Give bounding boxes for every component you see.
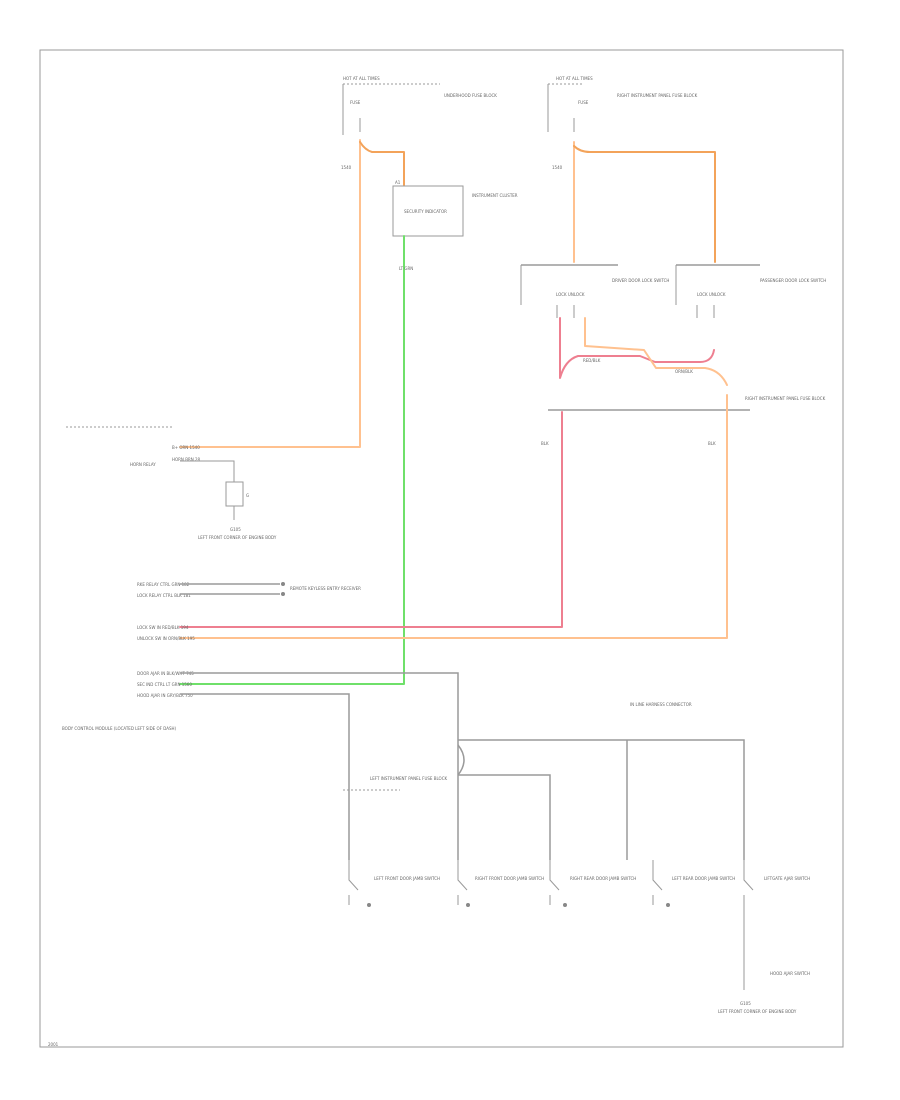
security-indicator-box [392, 185, 464, 237]
fuse-left-label: FUSE [350, 100, 361, 105]
security-indicator-label: SECURITY INDICATOR [404, 209, 447, 214]
row-alarm2: SEC IND CTRL LT GRN 1560 [137, 682, 192, 687]
fuse-right-label: FUSE [578, 100, 589, 105]
right-fuse-block-label: RIGHT INSTRUMENT PANEL FUSE BLOCK [617, 93, 698, 98]
circuit-right-top-label: 1540 [552, 165, 563, 170]
red-circuit-label: RED/BLK [583, 358, 601, 363]
green-circuit-label: LT GRN [399, 266, 413, 271]
horn-relay-g: G [246, 493, 249, 498]
switch-right-rear-label: RIGHT REAR DOOR JAMB SWITCH [570, 876, 636, 881]
circuit-bl1-label: BLK [541, 441, 549, 446]
remote-keyless-label: REMOTE KEYLESS ENTRY RECEIVER [290, 586, 361, 591]
instrument-cluster-label: INSTRUMENT CLUSTER [472, 193, 518, 198]
row-alarm3: HOOD AJAR IN GRY/BLK 750 [137, 693, 193, 698]
wire-red-down [179, 411, 563, 628]
row-rke2: LOCK RELAY CTRL BLK 181 [137, 593, 191, 598]
wire-hood-ajar [180, 693, 350, 860]
in-line-connector-label: IN LINE HARNESS CONNECTOR [630, 702, 692, 707]
wire-orange-cross [584, 317, 728, 386]
switch-liftgate: LIFTGATE AJAR SWITCH [743, 860, 810, 990]
right-ip-fuse-block-lower-label: RIGHT INSTRUMENT PANEL FUSE BLOCK [745, 396, 826, 401]
orange-circuit-label: ORN/BLK [675, 369, 693, 374]
wire-orange-right-top [573, 145, 716, 263]
lock-unlock-left: LOCK UNLOCK [556, 292, 585, 297]
hot-at-all-times-left: HOT AT ALL TIMES [343, 76, 380, 81]
underhood-fuse-block-label: UNDERHOOD FUSE BLOCK [444, 93, 497, 98]
row-lock1: LOCK SW IN RED/BLK 194 [137, 625, 189, 630]
driver-door-lock-switch-label: DRIVER DOOR LOCK SWITCH [612, 278, 669, 283]
bcm-label: BODY CONTROL MODULE (LOCATED LEFT SIDE O… [62, 726, 176, 731]
circuit-bl2-label: BLK [708, 441, 716, 446]
wire-red-cross [559, 317, 715, 379]
ground-right-desc: LEFT FRONT CORNER OF ENGINE BODY [718, 1009, 797, 1014]
ground-right-label: G105 [740, 1001, 751, 1006]
row-rke1: RKE RELAY CTRL GRN 182 [137, 582, 190, 587]
wire-orange-left-main [179, 139, 361, 448]
switch-left-front-label: LEFT FRONT DOOR JAMB SWITCH [374, 876, 440, 881]
horn-relay-box [225, 481, 244, 507]
switch-left-rear: LEFT REAR DOOR JAMB SWITCH [652, 860, 735, 907]
wire-green [179, 235, 405, 685]
passenger-door-lock-switch-label: PASSENGER DOOR LOCK SWITCH [760, 278, 826, 283]
fuse-circuit-row1: B+ ORN 1540 [172, 445, 200, 450]
wire-orange-down [179, 394, 728, 639]
switch-right-front: RIGHT FRONT DOOR JAMB SWITCH [457, 860, 544, 907]
row-lock2: UNLOCK SW IN ORN/BLK 195 [137, 636, 195, 641]
hot-at-all-times-right: HOT AT ALL TIMES [556, 76, 593, 81]
switch-liftgate-label: LIFTGATE AJAR SWITCH [764, 876, 810, 881]
switch-right-front-label: RIGHT FRONT DOOR JAMB SWITCH [475, 876, 544, 881]
lock-unlock-right: LOCK UNLOCK [697, 292, 726, 297]
left-ip-fuse-block-label: LEFT INSTRUMENT PANEL FUSE BLOCK [370, 776, 447, 781]
switch-right-rear: RIGHT REAR DOOR JAMB SWITCH [549, 860, 636, 907]
wire-orange-to-cluster [359, 141, 405, 186]
connector-a1: A1 [395, 180, 401, 185]
circuit-left-top-label: 1540 [341, 165, 352, 170]
row-alarm1: DOOR AJAR IN BLK/WHT 745 [137, 671, 194, 676]
ground-left-label: G105 [230, 527, 241, 532]
hood-switch-label: HOOD AJAR SWITCH [770, 971, 810, 976]
switch-left-rear-label: LEFT REAR DOOR JAMB SWITCH [672, 876, 735, 881]
fuse-circuit-row2: HORN BRN 28 [172, 457, 201, 462]
footer-label: 2001 [48, 1042, 59, 1047]
wire-door-ajar [180, 672, 459, 860]
horn-relay-label: HORN RELAY [130, 462, 156, 467]
diagram-frame [39, 49, 844, 1048]
ground-left-desc: LEFT FRONT CORNER OF ENGINE BODY [198, 535, 277, 540]
switch-left-front: LEFT FRONT DOOR JAMB SWITCH [348, 860, 440, 907]
